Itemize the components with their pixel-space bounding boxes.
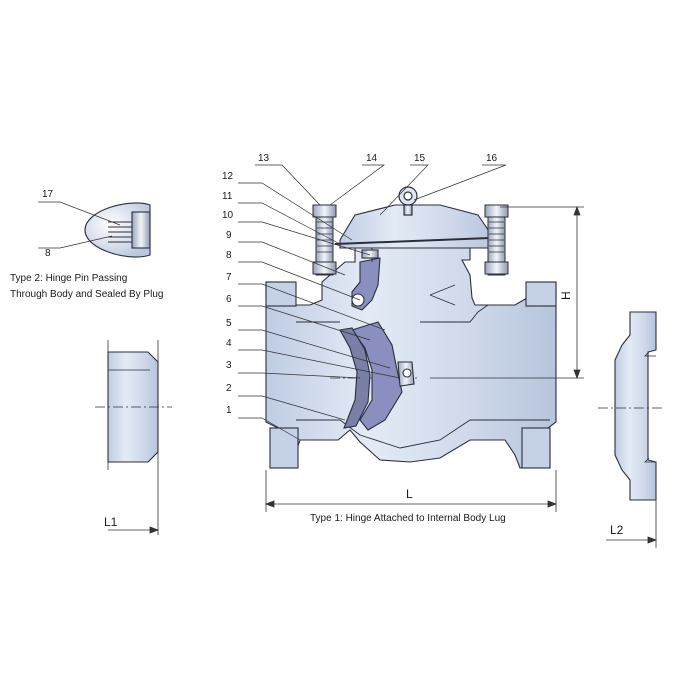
right-nut-bottom: [484, 261, 509, 275]
end-part-left: [95, 351, 172, 463]
type2-caption-line2: Through Body and Sealed By Plug: [10, 289, 163, 300]
bolt-threads: [317, 221, 504, 253]
left-flange-lower: [269, 427, 299, 469]
end-part-right: [598, 311, 662, 501]
callout-9: 9: [226, 230, 232, 241]
callout-17: 17: [42, 189, 54, 200]
captions: Type 2: Hinge Pin Passing Through Body a…: [10, 273, 506, 524]
callout-14: 14: [366, 153, 378, 164]
right-nut-top: [484, 204, 509, 218]
disc-nut-center: [402, 368, 412, 378]
type2-caption-line1: Type 2: Hinge Pin Passing: [10, 273, 127, 284]
left-flange: [265, 281, 297, 307]
end-part-right-shape: [614, 311, 657, 501]
flow-mark: [429, 284, 456, 306]
dim-L1-label: L1: [104, 515, 118, 529]
dimension-labels: L H L1 L2: [104, 291, 624, 537]
disc: [351, 321, 403, 431]
hinge-pin: [351, 293, 365, 307]
hinge-bracket: [361, 249, 379, 259]
disc-assembly: [339, 248, 415, 431]
right-flange-lower: [521, 427, 551, 469]
callout-1: 1: [226, 405, 232, 416]
type2-detail: [84, 202, 151, 258]
callout-10: 10: [222, 210, 234, 221]
dim-L2-label: L2: [610, 523, 624, 537]
plug-hex: [131, 211, 151, 249]
callout-8: 8: [226, 250, 232, 261]
dimension-lines: [107, 205, 658, 548]
callout-2: 2: [226, 383, 232, 394]
valve-body: [265, 204, 557, 469]
callout-5: 5: [226, 318, 232, 329]
callout-13: 13: [258, 153, 270, 164]
callout-11: 11: [222, 191, 233, 202]
internal-bore: [296, 304, 550, 449]
end-part-right-arrows: [644, 351, 656, 463]
callout-4: 4: [226, 338, 232, 349]
callout-8-type2: 8: [45, 248, 51, 259]
left-nut-top: [312, 204, 337, 218]
dim-H-label: H: [559, 291, 573, 300]
callout-7: 7: [226, 272, 232, 283]
eye-bolt: [398, 186, 418, 216]
gasket: [334, 237, 491, 245]
callout-6: 6: [226, 294, 232, 305]
leader-lines: [38, 164, 507, 441]
plug-threads: [108, 221, 132, 243]
dim-L-label: L: [406, 487, 413, 501]
callout-16: 16: [486, 153, 498, 164]
callout-12: 12: [222, 171, 234, 182]
body-lower: [265, 247, 557, 469]
type1-caption: Type 1: Hinge Attached to Internal Body …: [310, 513, 506, 524]
left-nut-bottom: [312, 261, 337, 275]
right-flange: [525, 281, 557, 307]
cover-bolts: [312, 204, 509, 276]
bonnet: [339, 204, 496, 249]
callout-3: 3: [226, 360, 232, 371]
callout-15: 15: [414, 153, 426, 164]
callout-numbers: 1 2 3 4 5 6 7 8 9 10 11 12 13 14 15 16 1…: [42, 153, 498, 416]
seat-ring: [339, 327, 371, 429]
